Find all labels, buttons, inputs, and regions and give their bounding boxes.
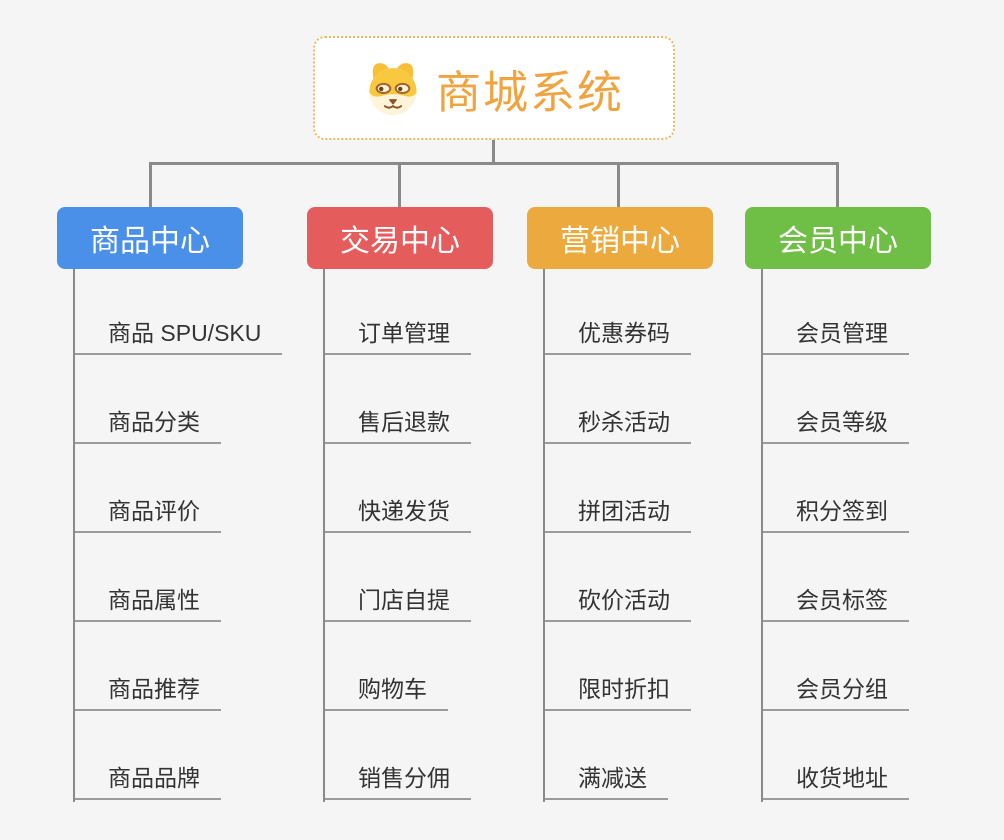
leaf-node[interactable]: 商品 SPU/SKU (75, 320, 283, 355)
branch-node-member[interactable]: 会员中心 (745, 207, 931, 269)
leaf-node[interactable]: 商品品牌 (75, 765, 221, 800)
leaf-node[interactable]: 售后退款 (325, 409, 471, 444)
leaf-node[interactable]: 秒杀活动 (545, 409, 691, 444)
leaf-node[interactable]: 商品推荐 (75, 676, 221, 711)
connector-drop-branch-3 (617, 162, 620, 208)
leaf-node[interactable]: 商品属性 (75, 587, 221, 622)
connector-horizontal-bar (149, 162, 839, 165)
leaf-node[interactable]: 购物车 (325, 676, 448, 711)
connector-drop-branch-2 (398, 162, 401, 208)
branch-children-column-member: 会员管理 会员等级 积分签到 会员标签 会员分组 收货地址 (761, 269, 1004, 802)
leaf-node[interactable]: 满减送 (545, 765, 668, 800)
leaf-node[interactable]: 销售分佣 (325, 765, 471, 800)
leaf-node[interactable]: 拼团活动 (545, 498, 691, 533)
leaf-node[interactable]: 会员标签 (763, 587, 909, 622)
branch-children-column-marketing: 优惠券码 秒杀活动 拼团活动 砍价活动 限时折扣 满减送 (543, 269, 793, 802)
connector-root-stem (492, 139, 495, 164)
leaf-node[interactable]: 商品分类 (75, 409, 221, 444)
leaf-node[interactable]: 会员分组 (763, 676, 909, 711)
leaf-node[interactable]: 会员管理 (763, 320, 909, 355)
leaf-node[interactable]: 会员等级 (763, 409, 909, 444)
branch-children-column-product: 商品 SPU/SKU 商品分类 商品评价 商品属性 商品推荐 商品品牌 (73, 269, 323, 802)
leaf-node[interactable]: 砍价活动 (545, 587, 691, 622)
leaf-node[interactable]: 商品评价 (75, 498, 221, 533)
connector-drop-branch-4 (836, 162, 839, 208)
branch-node-marketing[interactable]: 营销中心 (527, 207, 713, 269)
root-title: 商城系统 (435, 66, 624, 118)
leaf-node[interactable]: 门店自提 (325, 587, 471, 622)
connector-drop-branch-1 (149, 162, 152, 208)
branch-children-column-trade: 订单管理 售后退款 快递发货 门店自提 购物车 销售分佣 (323, 269, 573, 802)
leaf-node[interactable]: 限时折扣 (545, 676, 691, 711)
branch-label: 交易中心 (340, 225, 460, 258)
branch-label: 会员中心 (778, 225, 898, 258)
dog-face-icon (364, 59, 422, 117)
branch-node-trade[interactable]: 交易中心 (307, 207, 493, 269)
leaf-node[interactable]: 订单管理 (325, 320, 471, 355)
leaf-node[interactable]: 收货地址 (763, 765, 909, 800)
branch-node-product[interactable]: 商品中心 (57, 207, 243, 269)
root-node[interactable]: 商城系统 (313, 36, 675, 140)
leaf-node[interactable]: 积分签到 (763, 498, 909, 533)
leaf-node[interactable]: 优惠券码 (545, 320, 691, 355)
branch-label: 营销中心 (560, 225, 680, 258)
branch-label: 商品中心 (90, 225, 210, 258)
leaf-node[interactable]: 快递发货 (325, 498, 471, 533)
